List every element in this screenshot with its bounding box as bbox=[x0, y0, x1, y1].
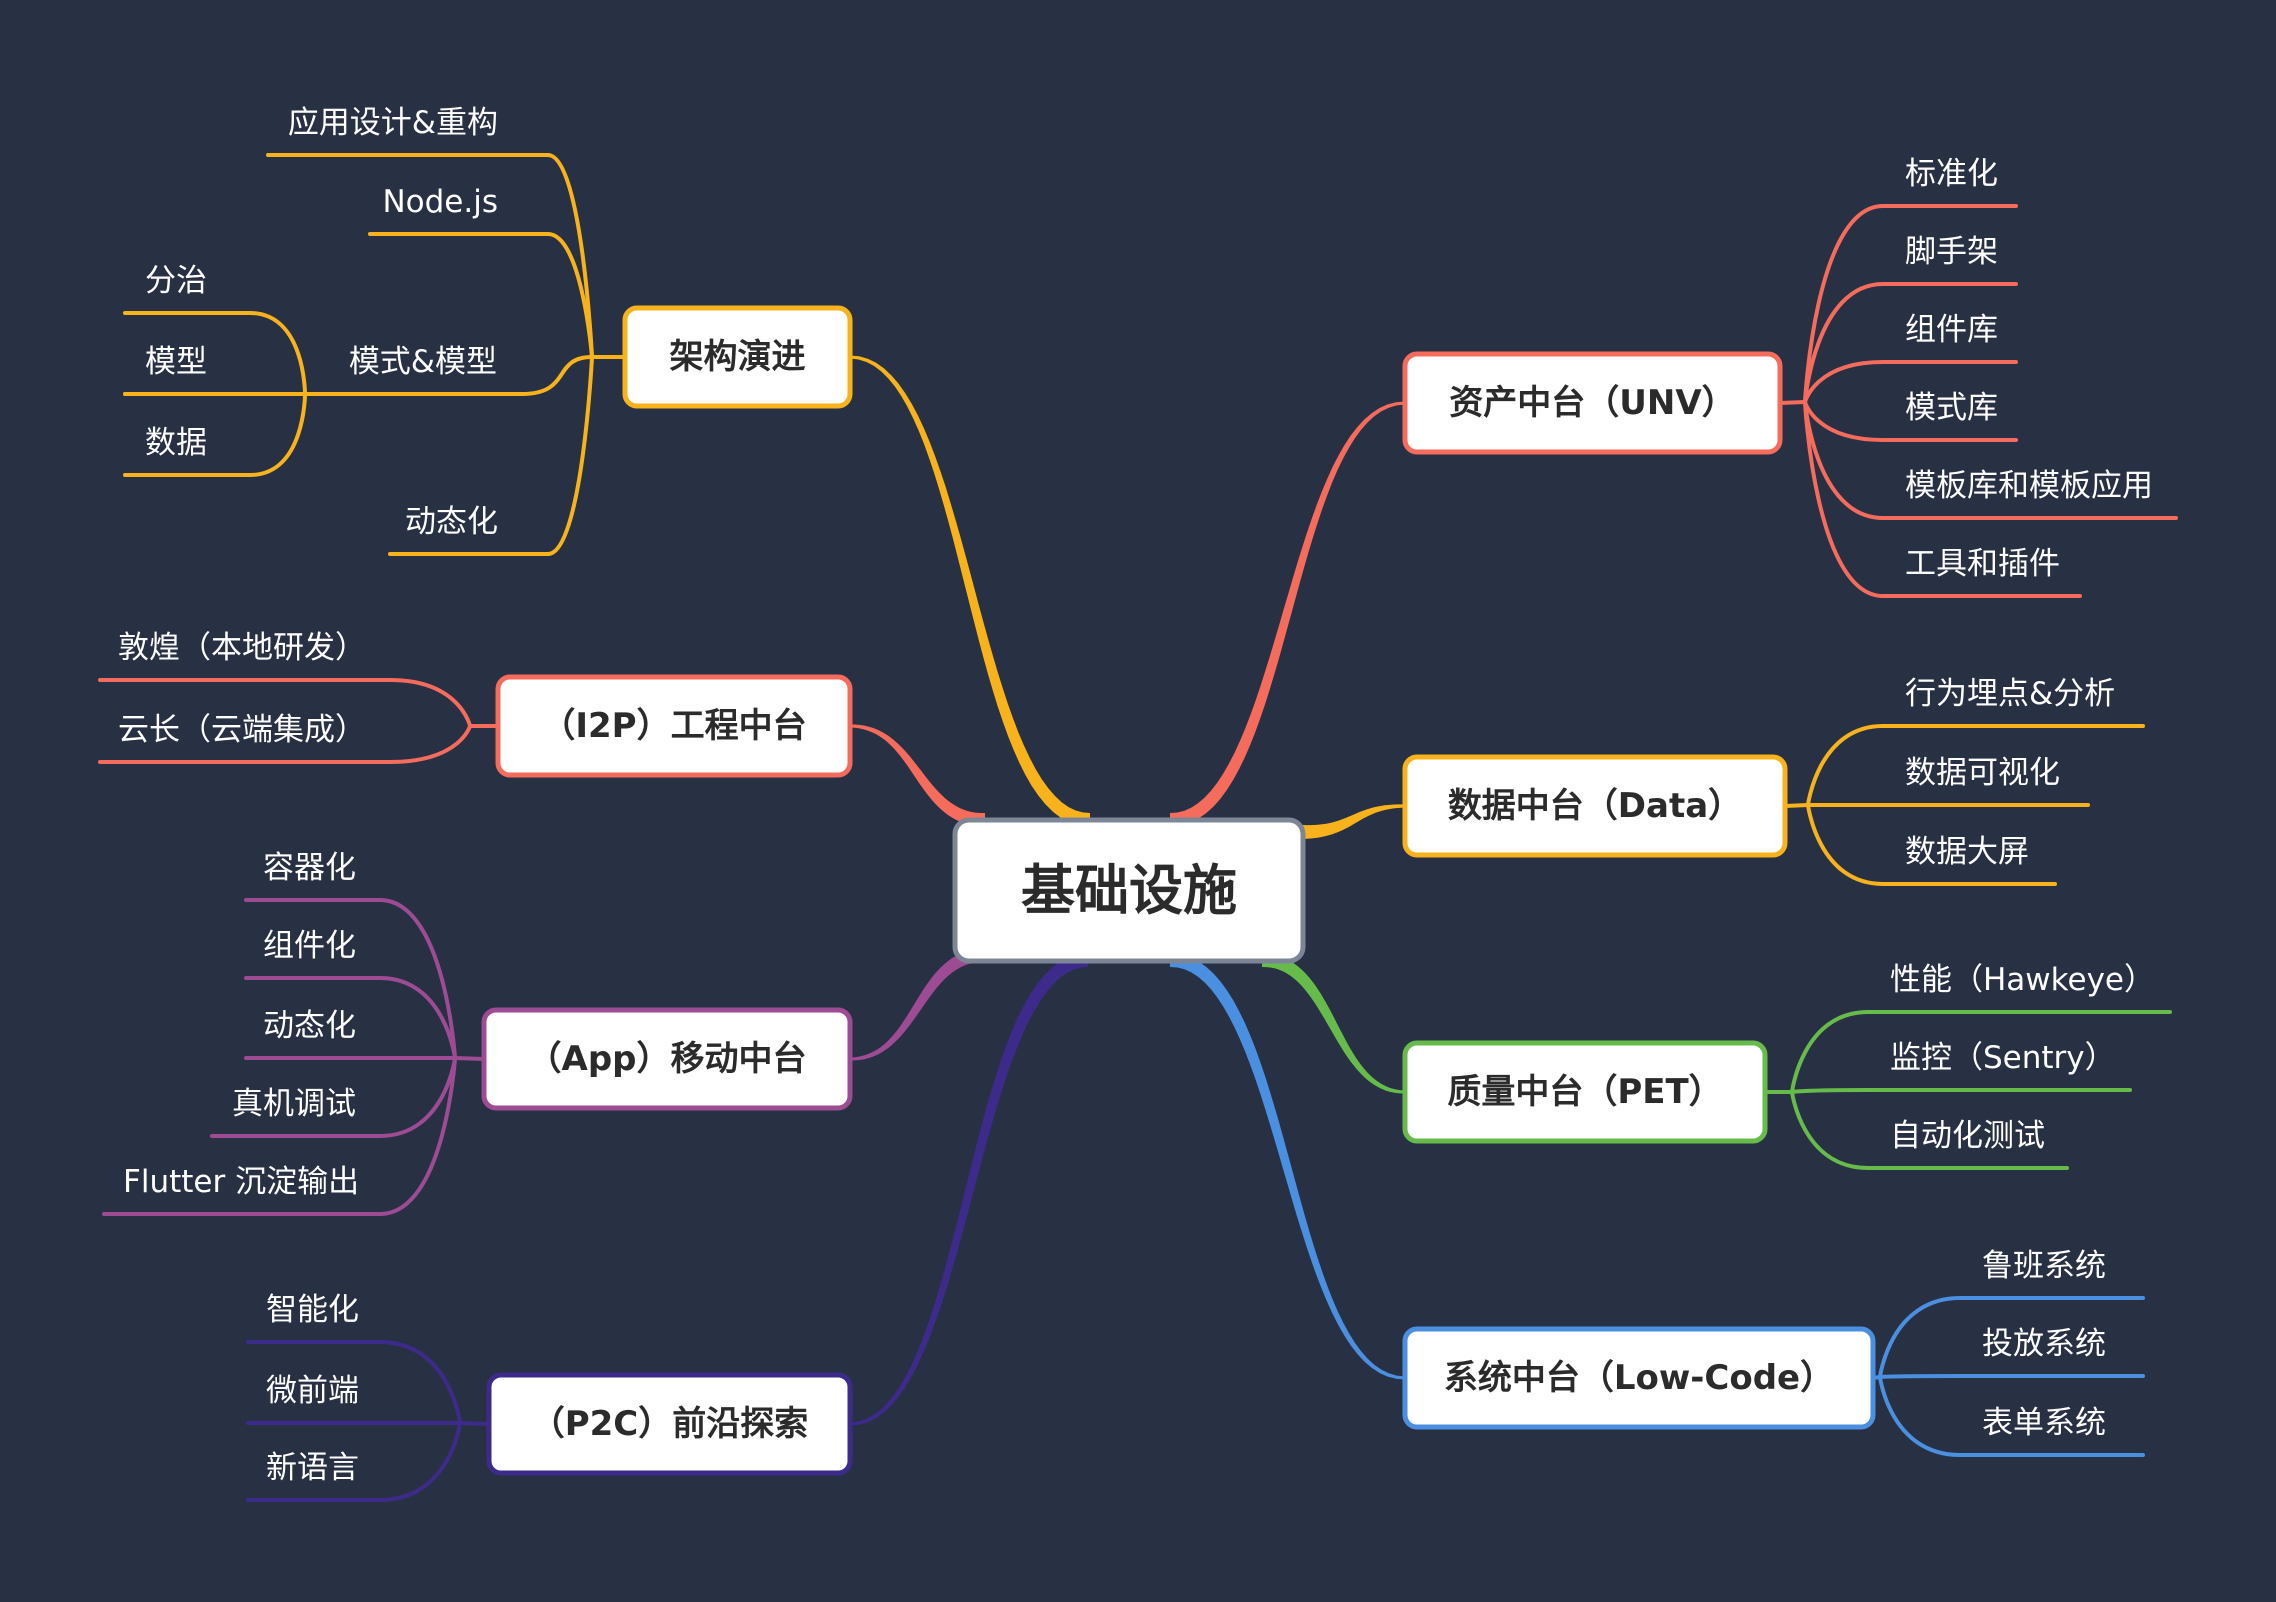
leaf-connector bbox=[378, 1421, 462, 1502]
leaf-connector bbox=[1803, 400, 1885, 442]
node-label[interactable]: 微前端 bbox=[266, 1373, 359, 1409]
branch-stub-app bbox=[453, 1056, 486, 1061]
node-label[interactable]: 动态化 bbox=[405, 504, 498, 540]
subleaf-label[interactable]: 模型 bbox=[145, 344, 207, 380]
leaf-connector bbox=[1878, 1374, 1962, 1379]
root-connector-app bbox=[850, 948, 985, 1061]
leaf-connector bbox=[1806, 724, 1885, 807]
node-label[interactable]: 敦煌（本地研发） bbox=[118, 630, 366, 666]
leaf-connector bbox=[378, 976, 457, 1060]
root-connector-lowcode bbox=[1170, 953, 1405, 1380]
node-label[interactable]: 新语言 bbox=[266, 1450, 359, 1486]
node-label[interactable]: 动态化 bbox=[263, 1008, 356, 1044]
subleaf-label[interactable]: 分治 bbox=[145, 263, 207, 299]
leaf-connector bbox=[378, 1340, 462, 1425]
leaf-connector bbox=[546, 232, 594, 359]
node-label[interactable]: Node.js bbox=[382, 184, 498, 220]
leaf-connector bbox=[1790, 1010, 1870, 1094]
branch-node-i2p[interactable] bbox=[495, 674, 853, 778]
node-label[interactable]: 云长（云端集成） bbox=[118, 712, 366, 748]
root-node[interactable] bbox=[952, 817, 1306, 964]
node-label[interactable]: 数据大屏 bbox=[1905, 834, 2029, 870]
branch-node-unv[interactable] bbox=[1402, 351, 1783, 455]
subleaf-label[interactable]: 数据 bbox=[145, 425, 207, 461]
branch-label: 架构演进 bbox=[670, 337, 806, 377]
node-label[interactable]: 模板库和模板应用 bbox=[1905, 468, 2153, 504]
node-label[interactable]: 脚手架 bbox=[1905, 234, 1998, 270]
leaf-connector bbox=[1790, 1088, 1870, 1094]
connector-layer bbox=[98, 153, 2178, 1502]
branch-label: （App）移动中台 bbox=[528, 1039, 807, 1079]
node-label[interactable]: 行为埋点&分析 bbox=[1905, 676, 2115, 712]
leaf-connector bbox=[1806, 803, 1885, 886]
branch-label: 系统中台（Low-Code） bbox=[1444, 1358, 1834, 1398]
root-connector-data bbox=[1303, 804, 1405, 839]
branch-node-data[interactable] bbox=[1402, 754, 1788, 858]
leaf-connector bbox=[1803, 400, 1885, 598]
root-connector-pet bbox=[1262, 953, 1405, 1094]
subleaf-connector bbox=[248, 392, 307, 477]
leaf-connector bbox=[546, 355, 594, 556]
node-label[interactable]: 组件化 bbox=[263, 928, 356, 964]
node-label[interactable]: 表单系统 bbox=[1982, 1405, 2106, 1441]
branch-stub-data bbox=[1783, 803, 1810, 808]
branch-node-lowcode[interactable] bbox=[1402, 1326, 1876, 1430]
root-connector-unv bbox=[1170, 401, 1405, 827]
branch-label: （P2C）前沿探索 bbox=[531, 1404, 809, 1444]
branch-node-p2c[interactable] bbox=[486, 1372, 853, 1476]
leaf-connector bbox=[1803, 360, 1885, 404]
node-label[interactable]: 鲁班系统 bbox=[1982, 1248, 2106, 1284]
node-label[interactable]: 智能化 bbox=[266, 1292, 359, 1328]
leaf-connector bbox=[1878, 1375, 1962, 1457]
node-label[interactable]: 模式&模型 bbox=[349, 344, 497, 380]
node-label[interactable]: 工具和插件 bbox=[1905, 546, 2060, 582]
root-connector-p2c bbox=[850, 953, 1088, 1426]
leaf-connector bbox=[1790, 1090, 1870, 1170]
subleaf-connector bbox=[248, 311, 307, 396]
branch-node-pet[interactable] bbox=[1402, 1040, 1768, 1144]
node-label[interactable]: 自动化测试 bbox=[1890, 1118, 2045, 1154]
node-label[interactable]: 投放系统 bbox=[1982, 1326, 2106, 1362]
leaf-connector bbox=[378, 1056, 457, 1216]
root-connector-i2p bbox=[850, 724, 985, 827]
branch-label: 质量中台（PET） bbox=[1447, 1072, 1722, 1112]
node-label[interactable]: 监控（Sentry） bbox=[1890, 1040, 2116, 1076]
leaf-connector bbox=[388, 678, 472, 728]
node-label[interactable]: 性能（Hawkeye） bbox=[1890, 962, 2155, 998]
node-label[interactable]: 模式库 bbox=[1905, 390, 1998, 426]
leaf-connector bbox=[1878, 1296, 1962, 1379]
node-label[interactable]: 组件库 bbox=[1905, 312, 1998, 348]
branch-stub-unv bbox=[1778, 400, 1807, 405]
leaf-connector bbox=[1803, 204, 1885, 404]
branch-node-arch[interactable] bbox=[622, 305, 853, 409]
branch-label: （I2P）工程中台 bbox=[541, 706, 806, 746]
branch-node-app[interactable] bbox=[481, 1007, 853, 1111]
leaf-connector bbox=[388, 724, 472, 764]
branch-label: 数据中台（Data） bbox=[1448, 786, 1742, 826]
node-label[interactable]: 标准化 bbox=[1905, 156, 1998, 192]
node-label[interactable]: 数据可视化 bbox=[1905, 755, 2060, 791]
node-label[interactable]: 容器化 bbox=[263, 850, 356, 886]
branch-label: 资产中台（UNV） bbox=[1449, 383, 1735, 423]
branch-stub-p2c bbox=[458, 1421, 491, 1426]
root-connector-arch bbox=[850, 355, 1090, 827]
node-label[interactable]: Flutter 沉淀输出 bbox=[123, 1164, 359, 1200]
root-label: 基础设施 bbox=[1021, 859, 1237, 922]
node-label[interactable]: 真机调试 bbox=[232, 1086, 356, 1122]
leaf-connector bbox=[520, 355, 594, 396]
node-label[interactable]: 应用设计&重构 bbox=[288, 105, 498, 141]
